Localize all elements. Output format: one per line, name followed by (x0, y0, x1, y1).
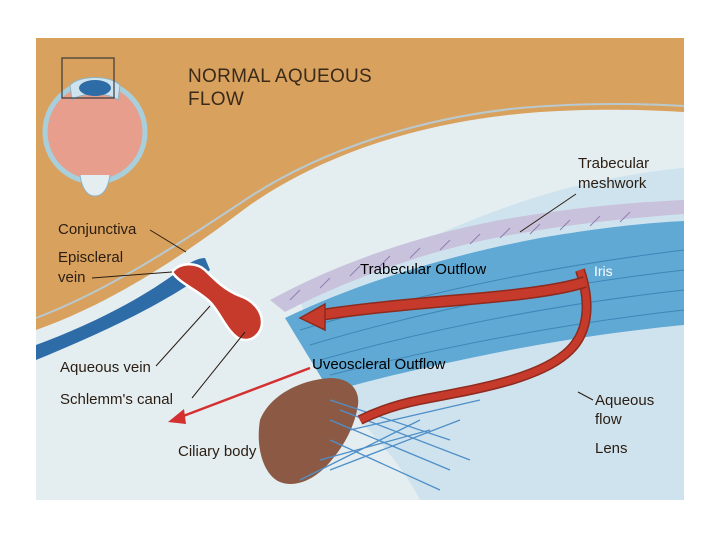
label-lens: Lens (595, 440, 628, 457)
label-trabecular-1: Trabecular (578, 155, 649, 172)
title-line-1: NORMAL AQUEOUS (188, 66, 372, 87)
conjunctiva-band (36, 258, 210, 360)
inset-zoom-box (61, 57, 115, 99)
annotation-trabecular-outflow: Trabecular Outflow (360, 261, 486, 278)
zonule-fibers (299, 399, 481, 491)
annotation-uveoscleral-outflow: Uveoscleral Outflow (312, 356, 446, 373)
label-trabecular-2: meshwork (578, 175, 647, 192)
label-conjunctiva: Conjunctiva (58, 221, 137, 238)
label-schlemms-canal: Schlemm's canal (60, 391, 173, 408)
label-iris: Iris (594, 263, 613, 279)
label-aqueous-vein: Aqueous vein (60, 359, 151, 376)
label-episcleral-1: Episcleral (58, 249, 123, 266)
label-episcleral-2: vein (58, 269, 86, 286)
label-aqueous-flow-1: Aqueous (595, 392, 654, 409)
trabecular-meshwork (270, 200, 684, 312)
trabecular-flow-arrow (314, 277, 587, 321)
ciliary-body (258, 378, 359, 484)
aqueous-flow-arrow (358, 268, 591, 424)
schlemms-canal (170, 263, 264, 342)
label-ciliary-body: Ciliary body (178, 443, 257, 460)
eye-inset (42, 57, 148, 197)
label-aqueous-flow-2: flow (595, 411, 622, 428)
uveoscleral-arrow (177, 366, 311, 420)
title-line-2: FLOW (188, 89, 244, 110)
